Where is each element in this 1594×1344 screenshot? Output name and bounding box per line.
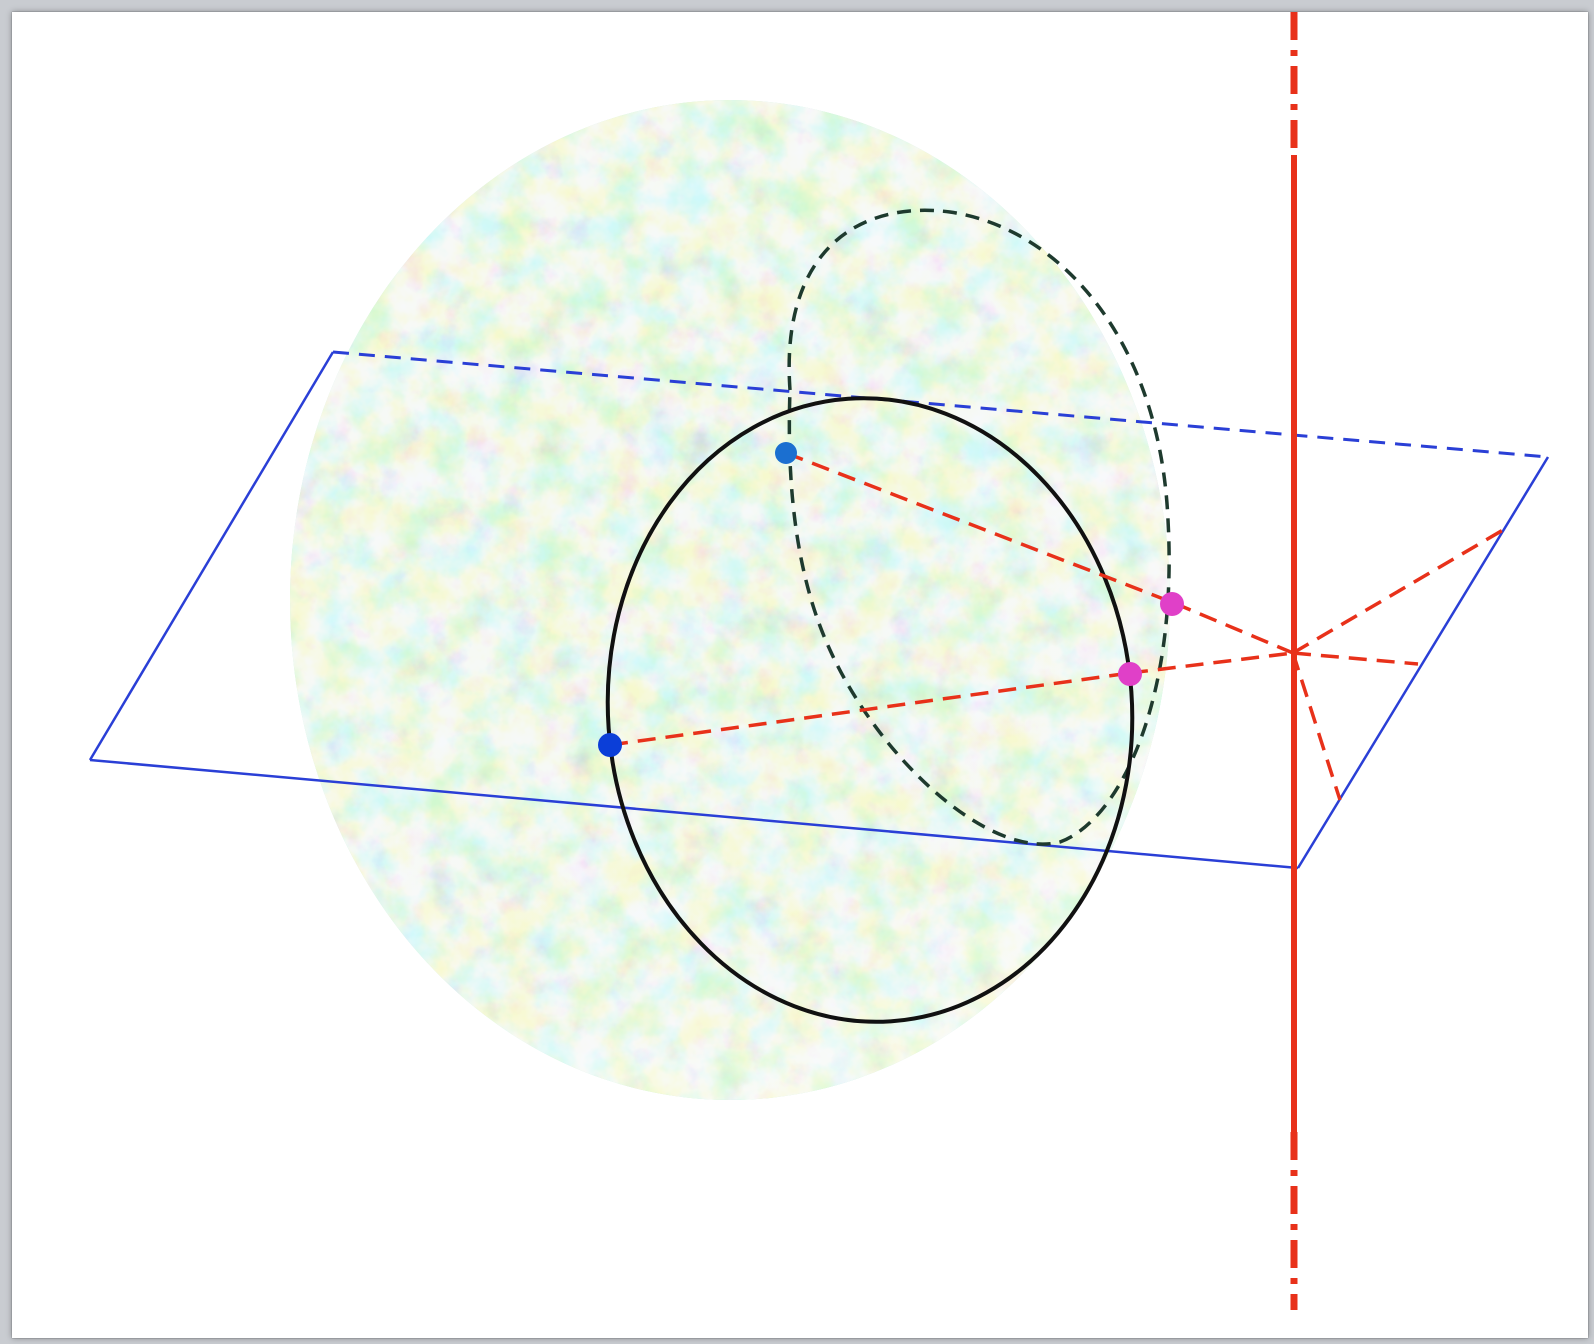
ray-upper — [785, 451, 1175, 605]
plane-edge-left — [88, 351, 335, 761]
ray-upper-to-axis — [1173, 601, 1294, 655]
plane-edge-back — [332, 350, 1549, 459]
ray-axis-right — [1292, 651, 1419, 666]
ray-lower — [609, 671, 1131, 747]
point-blue-upper — [775, 442, 797, 464]
ray-lines — [609, 451, 1504, 801]
ray-axis-up-right — [1292, 528, 1504, 655]
plane-edge-right — [1296, 456, 1550, 869]
ray-axis-down — [1291, 652, 1342, 801]
cmb-sphere — [290, 100, 1170, 1100]
matched-circle-back — [787, 208, 1171, 846]
point-magenta-upper — [1160, 592, 1184, 616]
plane-edge-front — [89, 758, 1299, 870]
point-magenta-lower — [1118, 662, 1142, 686]
matched-circle — [605, 396, 1135, 1024]
points — [598, 442, 1184, 757]
point-blue-lower — [598, 733, 622, 757]
plane-outline — [88, 350, 1550, 870]
